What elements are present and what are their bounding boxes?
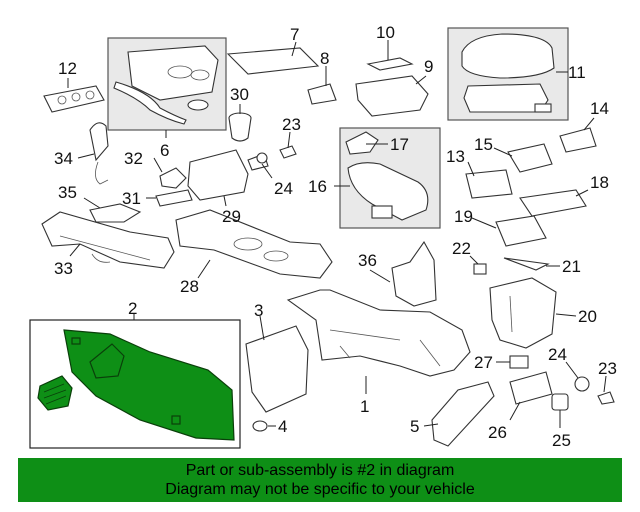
- callout-26: 26: [488, 423, 507, 442]
- callout-32: 32: [124, 149, 143, 168]
- callout-7: 7: [290, 25, 299, 44]
- callout-8: 8: [320, 49, 329, 68]
- part-23-right[interactable]: [597, 391, 615, 405]
- part-35[interactable]: [89, 203, 142, 223]
- callout-21: 21: [562, 257, 581, 276]
- part-7[interactable]: [226, 47, 320, 75]
- part-19[interactable]: [495, 215, 547, 247]
- part-26[interactable]: [509, 371, 553, 405]
- part-5[interactable]: [431, 381, 495, 447]
- callout-35: 35: [58, 183, 77, 202]
- callout-29: 29: [222, 207, 241, 226]
- part-33[interactable]: [41, 211, 175, 269]
- banner-line-1: Part or sub-assembly is #2 in diagram: [185, 462, 455, 479]
- callout-17: 17: [390, 135, 409, 154]
- callout-24-right: 24: [548, 345, 567, 364]
- part-30[interactable]: [228, 112, 252, 142]
- callout-labels: 1 2 3 4 5 6 7 8 9 10 11 12 13 14 15 16 1…: [54, 23, 617, 450]
- part-15[interactable]: [507, 143, 553, 173]
- part-31[interactable]: [155, 189, 193, 207]
- callout-36: 36: [358, 251, 377, 270]
- callout-5: 5: [410, 417, 419, 436]
- callout-18: 18: [590, 173, 609, 192]
- callout-23-top: 23: [282, 115, 301, 134]
- callout-22: 22: [452, 239, 471, 258]
- part-9[interactable]: [355, 75, 429, 117]
- part-14[interactable]: [559, 127, 597, 153]
- callout-27: 27: [474, 353, 493, 372]
- part-32[interactable]: [159, 167, 187, 189]
- part-34[interactable]: [89, 122, 109, 185]
- part-6[interactable]: [113, 45, 219, 125]
- part-3[interactable]: [245, 325, 309, 413]
- callout-13: 13: [446, 147, 465, 166]
- callout-1: 1: [360, 397, 369, 416]
- callout-34: 34: [54, 149, 73, 168]
- part-20[interactable]: [489, 277, 557, 349]
- part-36[interactable]: [391, 240, 437, 307]
- part-4[interactable]: [252, 420, 268, 432]
- part-27[interactable]: [509, 355, 529, 369]
- callout-28: 28: [180, 277, 199, 296]
- callout-25: 25: [552, 431, 571, 450]
- callout-2: 2: [128, 299, 137, 318]
- callout-12: 12: [58, 59, 77, 78]
- part-13[interactable]: [465, 169, 513, 199]
- callout-3: 3: [254, 301, 263, 320]
- callout-9: 9: [424, 57, 433, 76]
- part-24-right[interactable]: [574, 376, 590, 392]
- part-22[interactable]: [473, 263, 487, 275]
- callout-31: 31: [122, 189, 141, 208]
- callout-30: 30: [230, 85, 249, 104]
- part-12[interactable]: [43, 85, 105, 113]
- callout-6: 6: [160, 141, 169, 160]
- part-18[interactable]: [519, 189, 587, 217]
- part-16[interactable]: [345, 131, 429, 221]
- callout-23-right: 23: [598, 359, 617, 378]
- callout-11: 11: [568, 63, 586, 82]
- part-25[interactable]: [551, 393, 569, 411]
- leader-lines: [67, 40, 607, 428]
- part-29[interactable]: [187, 149, 249, 201]
- part-21[interactable]: [503, 257, 550, 271]
- banner-line-2: Diagram may not be specific to your vehi…: [165, 481, 475, 498]
- callout-14: 14: [590, 99, 609, 118]
- part-2[interactable]: [37, 329, 235, 441]
- info-banner: Part or sub-assembly is #2 in diagram Di…: [18, 458, 622, 502]
- callout-20: 20: [578, 307, 597, 326]
- callout-16: 16: [308, 177, 327, 196]
- callout-24-top: 24: [274, 179, 293, 198]
- callout-4: 4: [278, 417, 287, 436]
- part-8[interactable]: [307, 83, 337, 105]
- part-28[interactable]: [175, 209, 333, 279]
- callout-19: 19: [454, 207, 473, 226]
- callout-10: 10: [376, 23, 395, 42]
- part-1[interactable]: [286, 289, 471, 377]
- callout-33: 33: [54, 259, 73, 278]
- part-10[interactable]: [366, 57, 414, 71]
- part-24-top[interactable]: [247, 152, 269, 171]
- part-11[interactable]: [461, 33, 555, 113]
- callout-15: 15: [474, 135, 493, 154]
